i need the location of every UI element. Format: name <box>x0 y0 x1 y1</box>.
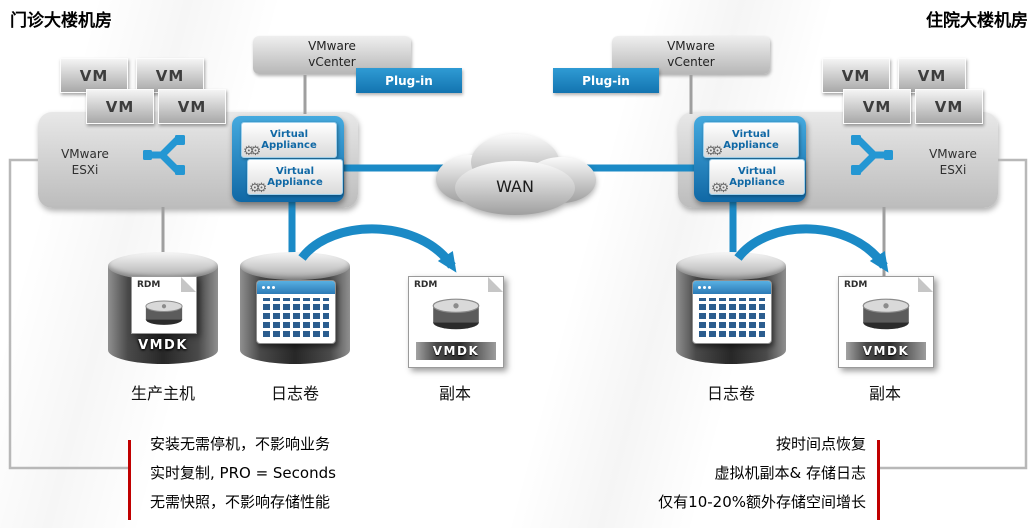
vcenter-label-line1: VMware <box>667 39 715 54</box>
appliance-label-line1: Virtual <box>732 128 770 140</box>
appliance-label-line2: Appliance <box>261 140 317 151</box>
rdm-label: RDM <box>414 280 438 290</box>
notes-right: 按时间点恢复 虚拟机副本& 存储日志 仅有10-20%额外存储空间增长 <box>520 430 866 517</box>
wan-cloud: WAN <box>436 134 596 215</box>
esxi-label-line2: ESXi <box>939 163 967 178</box>
page-fold-icon <box>181 277 196 292</box>
label-log-left: 日志卷 <box>270 384 319 403</box>
rdm-label: RDM <box>844 280 868 290</box>
label-replica-right: 副本 <box>868 384 901 403</box>
log-window-icon <box>692 280 772 344</box>
window-titlebar <box>257 281 335 294</box>
vm-box: VM <box>86 89 154 124</box>
note-accent-line-right <box>877 440 880 520</box>
esxi-label-right: VMware ESXi <box>916 146 990 178</box>
gears-icon: ⚙⚙ <box>243 144 261 160</box>
vcenter-box-right: VMware vCenter <box>612 36 770 74</box>
title-left-room: 门诊大楼机房 <box>10 11 112 31</box>
gears-icon: ⚙⚙ <box>249 181 267 197</box>
appliance-label-line2: Appliance <box>267 177 323 188</box>
splitter-icon-left <box>143 135 185 175</box>
notes-left: 安装无需停机，不影响业务 实时复制, PRO = Seconds 无需快照，不影… <box>150 430 490 517</box>
disk-icon <box>862 298 910 330</box>
vmdk-label: VMDK <box>416 342 496 360</box>
rdm-label: RDM <box>137 280 161 290</box>
vmdk-label: VMDK <box>138 338 188 353</box>
vm-box: VM <box>158 89 226 124</box>
splitter-icon-right <box>851 135 893 175</box>
virtual-appliance-box: Virtual Appliance ⚙⚙ <box>703 122 799 160</box>
cylinder-top <box>240 252 350 280</box>
appliance-label-line1: Virtual <box>738 165 776 177</box>
disk-icon <box>432 298 480 330</box>
gears-icon: ⚙⚙ <box>705 144 723 160</box>
virtual-appliance-box: Virtual Appliance ⚙⚙ <box>241 122 337 160</box>
label-replica-left: 副本 <box>438 384 471 403</box>
label-log-right: 日志卷 <box>706 384 755 403</box>
esxi-label-left: VMware ESXi <box>48 146 122 178</box>
esxi-label-line2: ESXi <box>71 163 99 178</box>
log-volume-cylinder-right <box>676 252 786 364</box>
production-volume-cylinder: RDM VMDK <box>108 252 218 364</box>
plugin-badge-right: Plug-in <box>553 68 659 93</box>
note-line: 安装无需停机，不影响业务 <box>150 435 331 453</box>
virtual-appliance-stack-right: Virtual Appliance ⚙⚙ Virtual Appliance ⚙… <box>694 116 806 202</box>
log-window-icon <box>256 280 336 344</box>
vm-box: VM <box>822 58 890 93</box>
appliance-label-line1: Virtual <box>270 128 308 140</box>
note-line: 实时复制, PRO = Seconds <box>150 464 336 482</box>
replica-file-icon-right: RDM VMDK <box>838 276 934 368</box>
note-line: 虚拟机副本& 存储日志 <box>714 464 866 482</box>
vcenter-label-line1: VMware <box>308 39 356 54</box>
log-volume-cylinder-left <box>240 252 350 364</box>
rdm-file-icon: RDM <box>131 276 197 334</box>
virtual-appliance-box: Virtual Appliance ⚙⚙ <box>709 159 805 197</box>
esxi-label-line1: VMware <box>61 147 109 161</box>
vm-box: VM <box>898 58 966 93</box>
cylinder-top <box>676 252 786 280</box>
vcenter-label-line2: vCenter <box>308 55 356 69</box>
note-line: 按时间点恢复 <box>775 435 866 453</box>
vm-box: VM <box>60 58 128 93</box>
appliance-label-line2: Appliance <box>723 140 779 151</box>
disk-icon <box>145 300 183 325</box>
vm-box: VM <box>136 58 204 93</box>
replica-file-icon-left: RDM VMDK <box>408 276 504 368</box>
wan-label: WAN <box>496 177 534 196</box>
vcenter-label-line2: vCenter <box>667 55 715 69</box>
vmdk-label: VMDK <box>846 342 926 360</box>
window-titlebar <box>693 281 771 294</box>
page-fold-icon <box>918 277 933 292</box>
log-grid <box>699 298 765 337</box>
appliance-label-line2: Appliance <box>729 177 785 188</box>
vcenter-box-left: VMware vCenter <box>253 36 411 74</box>
note-line: 仅有10-20%额外存储空间增长 <box>658 493 866 511</box>
page-fold-icon <box>488 277 503 292</box>
log-grid <box>263 298 329 337</box>
appliance-label-line1: Virtual <box>276 165 314 177</box>
gears-icon: ⚙⚙ <box>711 181 729 197</box>
vm-box: VM <box>915 89 983 124</box>
esxi-label-line1: VMware <box>929 147 977 161</box>
title-right-room: 住院大楼机房 <box>926 11 1028 31</box>
note-line: 无需快照，不影响存储性能 <box>150 493 331 511</box>
plugin-badge-left: Plug-in <box>356 68 462 93</box>
virtual-appliance-box: Virtual Appliance ⚙⚙ <box>247 159 343 197</box>
label-production: 生产主机 <box>130 384 195 403</box>
virtual-appliance-stack-left: Virtual Appliance ⚙⚙ Virtual Appliance ⚙… <box>232 116 344 202</box>
vm-box: VM <box>843 89 911 124</box>
note-accent-line-left <box>128 440 131 520</box>
